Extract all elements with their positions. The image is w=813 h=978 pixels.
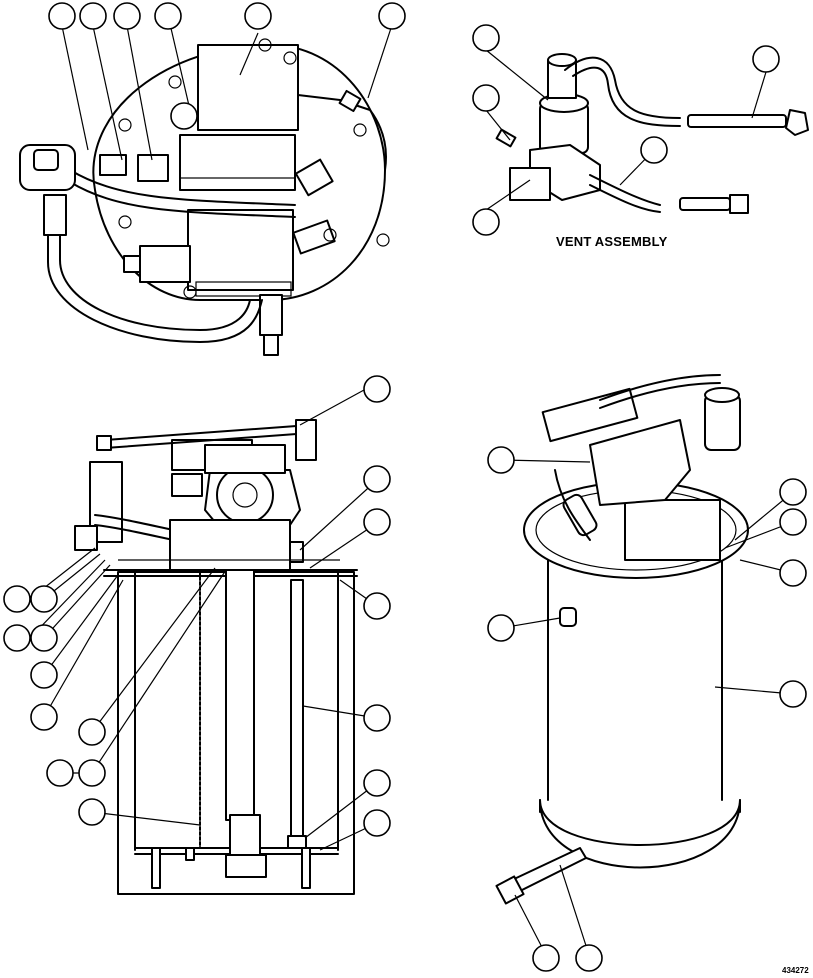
callout <box>46 759 74 787</box>
solenoid <box>139 245 191 283</box>
vent-block <box>509 167 551 201</box>
callout <box>363 375 391 403</box>
upper-manifold <box>179 134 296 191</box>
callout <box>244 2 272 30</box>
vent-assembly-label: VENT ASSEMBLY <box>556 234 668 249</box>
callout <box>487 614 515 642</box>
callout <box>48 2 76 30</box>
callout <box>170 102 198 130</box>
callout <box>78 798 106 826</box>
callout <box>363 769 391 797</box>
iso-view <box>495 374 749 905</box>
callout <box>363 704 391 732</box>
callout <box>30 624 58 652</box>
callout <box>154 2 182 30</box>
callout <box>3 624 31 652</box>
callout <box>78 759 106 787</box>
callout <box>575 944 603 972</box>
callout <box>487 446 515 474</box>
callout <box>363 508 391 536</box>
callout <box>640 136 668 164</box>
callout <box>78 718 106 746</box>
callout <box>30 703 58 731</box>
callout <box>363 809 391 837</box>
callout <box>30 661 58 689</box>
callout <box>779 478 807 506</box>
callout <box>113 2 141 30</box>
control-box <box>197 44 299 131</box>
lower-manifold <box>187 209 294 291</box>
callout <box>779 508 807 536</box>
callout <box>378 2 406 30</box>
side-view <box>74 419 358 895</box>
callout <box>363 592 391 620</box>
iso-solenoid <box>704 394 741 451</box>
iso-manifold <box>589 419 691 506</box>
pump-column <box>225 569 255 821</box>
top-view <box>19 38 390 356</box>
callouts <box>3 2 807 972</box>
callout <box>532 944 560 972</box>
figure-code: 434272 <box>782 966 809 975</box>
callout <box>363 465 391 493</box>
callout <box>472 84 500 112</box>
callout <box>472 208 500 236</box>
callout <box>752 45 780 73</box>
callout <box>472 24 500 52</box>
iso-control-box <box>624 499 721 561</box>
callout <box>30 585 58 613</box>
callout <box>779 680 807 708</box>
callout <box>3 585 31 613</box>
callout <box>79 2 107 30</box>
vent-assembly <box>495 53 809 214</box>
callout <box>779 559 807 587</box>
